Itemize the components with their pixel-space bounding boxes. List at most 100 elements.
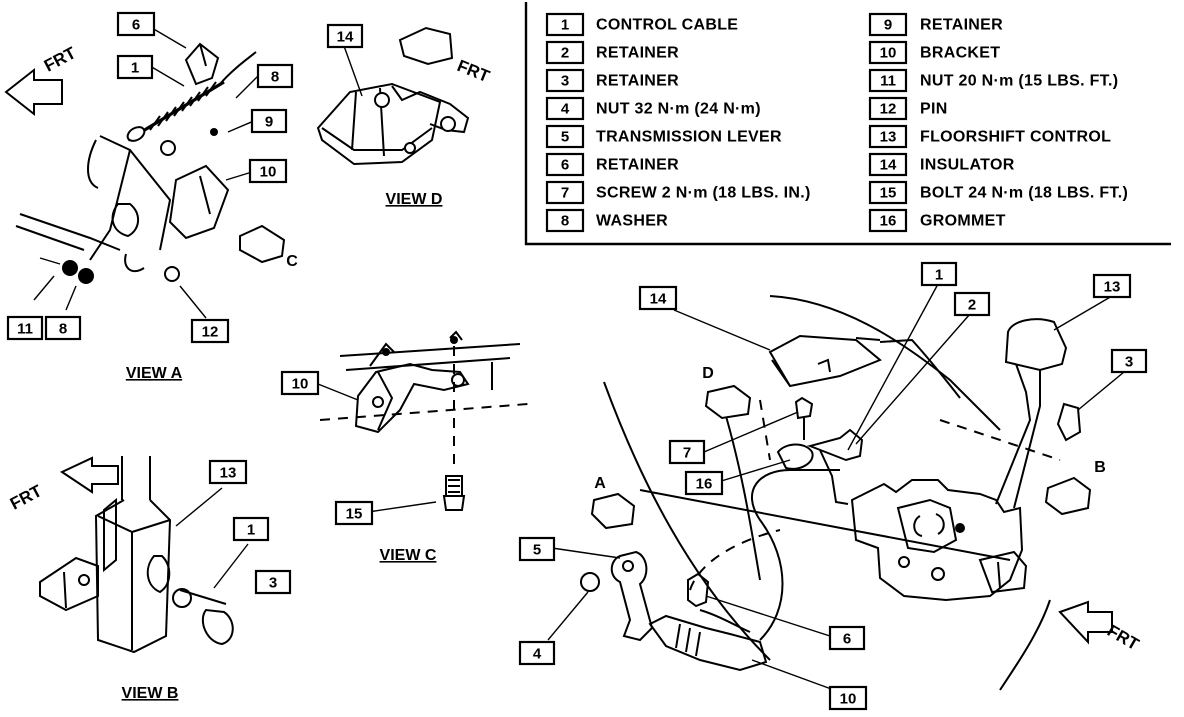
callout-number: 12	[202, 324, 219, 341]
view-c-illustration	[317, 330, 529, 513]
callout-vb-1: 1	[232, 516, 270, 542]
legend-label: BRACKET	[920, 45, 1000, 62]
legend-number: 13	[880, 129, 897, 146]
direction-letter-c: C	[286, 253, 298, 270]
callout-number: 10	[840, 691, 857, 708]
callout-m-14: 14	[638, 285, 678, 311]
legend-number-box	[545, 12, 585, 37]
callout-number: 8	[271, 69, 279, 86]
legend-number: 7	[561, 185, 569, 202]
callout-number: 14	[650, 291, 667, 308]
callout-box	[250, 108, 288, 134]
callout-number: 3	[269, 575, 277, 592]
callout-box	[518, 640, 556, 666]
legend-number-box	[545, 124, 585, 149]
callout-va-12: 12	[190, 318, 230, 344]
frt-label: FRT	[41, 43, 80, 76]
view-d-title: VIEW D	[386, 191, 443, 208]
legend-label: RETAINER	[596, 45, 679, 62]
legend-label: CONTROL CABLE	[596, 17, 738, 34]
frt-label: FRT	[1104, 621, 1143, 654]
callout-va-9: 9	[250, 108, 288, 134]
legend-row: 1 CONTROL CABLE	[545, 12, 738, 37]
legend-number: 8	[561, 213, 569, 230]
callout-box	[248, 158, 288, 184]
view-b-illustration: FRT	[7, 456, 249, 654]
callout-box	[684, 470, 724, 496]
legend-number-box	[868, 152, 908, 177]
callout-number: 11	[17, 321, 33, 338]
callout-number: 13	[220, 465, 237, 482]
view-c-arrow-icon	[239, 224, 286, 264]
callout-va-6: 6	[116, 11, 156, 37]
callout-box	[920, 261, 958, 287]
legend-number-box	[545, 208, 585, 233]
callout-box	[116, 54, 154, 80]
callout-box	[828, 685, 868, 711]
legend-number-box	[545, 180, 585, 205]
callout-m-13: 13	[1092, 273, 1132, 299]
callout-m-2: 2	[953, 291, 991, 317]
legend-number-box	[868, 12, 908, 37]
callout-m-5: 5	[518, 536, 556, 562]
callout-vb-13: 13	[208, 459, 248, 485]
legend-label: RETAINER	[596, 157, 679, 174]
view-a-title: VIEW A	[126, 365, 183, 382]
callout-number: 6	[843, 631, 851, 648]
frt-arrow-icon	[398, 26, 454, 66]
view-a-arrow-icon	[590, 492, 636, 530]
frt-label: FRT	[7, 481, 46, 514]
view-d-illustration: FRT	[316, 26, 493, 166]
view-d-arrow-icon	[704, 384, 752, 420]
legend-label: TRANSMISSION LEVER	[596, 129, 782, 146]
callout-m-1: 1	[920, 261, 958, 287]
legend-number: 6	[561, 157, 569, 174]
callout-number: 13	[1104, 279, 1121, 296]
callout-box	[190, 318, 230, 344]
legend-label: RETAINER	[920, 17, 1003, 34]
callout-number: 16	[696, 476, 713, 493]
callout-box	[638, 285, 678, 311]
direction-letter-a: A	[594, 475, 606, 492]
legend-number-box	[868, 68, 908, 93]
callout-m-10: 10	[828, 685, 868, 711]
legend-label: NUT 32 N·m (24 N·m)	[596, 101, 761, 118]
direction-letter-b: B	[1094, 459, 1106, 476]
callout-va-1: 1	[116, 54, 154, 80]
legend-number-box	[868, 40, 908, 65]
callout-number: 2	[968, 297, 976, 314]
callout-vc-15: 15	[334, 500, 374, 526]
legend-row: 15 BOLT 24 N·m (18 LBS. FT.)	[868, 180, 1128, 205]
legend-number-box	[545, 96, 585, 121]
legend-number: 1	[561, 17, 569, 34]
callout-va-8b: 8	[44, 315, 82, 341]
frt-label: FRT	[455, 56, 493, 86]
legend-number-box	[868, 124, 908, 149]
callout-number: 10	[292, 376, 309, 393]
callout-box	[254, 569, 292, 595]
legend-number: 11	[880, 73, 896, 90]
legend-number: 15	[880, 185, 897, 202]
callout-box	[208, 459, 248, 485]
legend-number: 10	[880, 45, 897, 62]
legend-label: BOLT 24 N·m (18 LBS. FT.)	[920, 185, 1128, 202]
legend-label: NUT 20 N·m (15 LBS. FT.)	[920, 73, 1118, 90]
view-b-arrow-icon	[1044, 476, 1092, 516]
frt-arrow-icon	[4, 67, 63, 117]
legend-number: 9	[884, 17, 892, 34]
legend-number-box	[545, 152, 585, 177]
callout-box	[6, 315, 44, 341]
legend-number: 5	[561, 129, 569, 146]
callout-box	[232, 516, 270, 542]
control-cable-spring	[126, 51, 257, 142]
legend-row: 6 RETAINER	[545, 152, 679, 177]
